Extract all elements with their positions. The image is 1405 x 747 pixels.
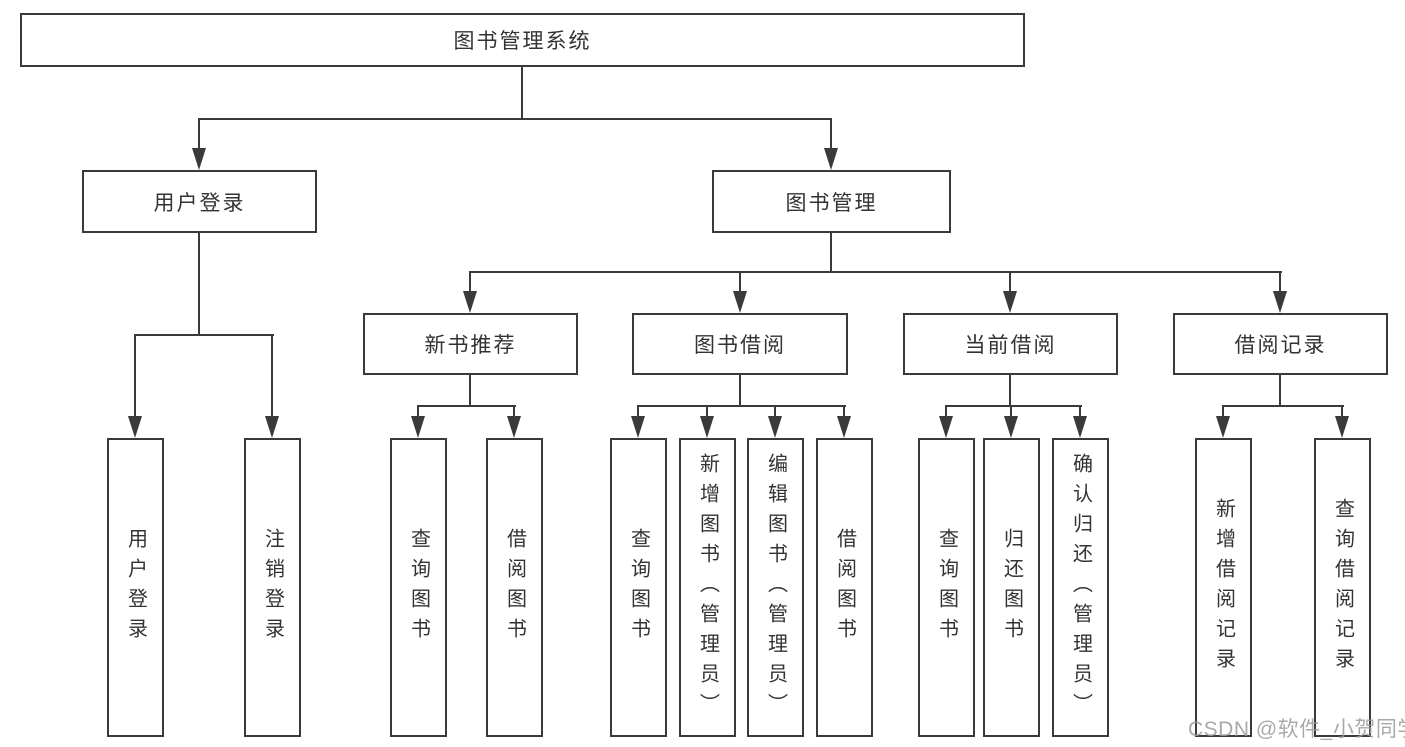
leaf-user-login: 用户登录 (107, 438, 164, 737)
arrow-down-icon (837, 416, 851, 438)
connector-line (469, 271, 471, 293)
arrow-down-icon (768, 416, 782, 438)
arrow-down-icon (265, 416, 279, 438)
connector-line (1009, 271, 1011, 293)
arrow-down-icon (700, 416, 714, 438)
leaf-borrow-borrow-book: 借阅图书 (816, 438, 873, 737)
connector-line (271, 334, 273, 418)
connector-line (134, 334, 274, 336)
connector-line (945, 405, 1082, 407)
connector-line (1341, 405, 1343, 418)
connector-line (830, 233, 832, 273)
leaf-new-book-borrow-book: 借阅图书 (486, 438, 543, 737)
connector-line (1009, 374, 1011, 407)
connector-line (513, 405, 515, 418)
arrow-down-icon (192, 148, 206, 170)
connector-line (198, 233, 200, 336)
connector-line (1010, 405, 1012, 418)
leaf-record-add-borrow-record: 新增借阅记录 (1195, 438, 1252, 737)
leaf-borrow-query-book: 查询图书 (610, 438, 667, 737)
arrow-down-icon (1273, 291, 1287, 313)
arrow-down-icon (939, 416, 953, 438)
connector-line (198, 118, 200, 151)
node-current-borrow: 当前借阅 (903, 313, 1118, 375)
leaf-record-query-borrow-record: 查询借阅记录 (1314, 438, 1371, 737)
connector-line (637, 405, 846, 407)
connector-line (417, 405, 419, 418)
arrow-down-icon (411, 416, 425, 438)
connector-line (945, 405, 947, 418)
connector-line (637, 405, 639, 418)
node-borrow-record: 借阅记录 (1173, 313, 1388, 375)
node-user-login: 用户登录 (82, 170, 317, 233)
arrow-down-icon (1073, 416, 1087, 438)
connector-line (739, 374, 741, 407)
connector-line (198, 118, 832, 120)
node-library-management-system: 图书管理系统 (20, 13, 1025, 67)
node-book-management: 图书管理 (712, 170, 951, 233)
node-book-borrow: 图书借阅 (632, 313, 848, 375)
arrow-down-icon (1335, 416, 1349, 438)
connector-line (843, 405, 845, 418)
connector-line (469, 271, 1282, 273)
connector-line (706, 405, 708, 418)
connector-line (1079, 405, 1081, 418)
connector-line (830, 118, 832, 151)
arrow-down-icon (128, 416, 142, 438)
connector-line (134, 334, 136, 418)
leaf-new-book-query-book: 查询图书 (390, 438, 447, 737)
connector-line (739, 271, 741, 293)
leaf-current-return-book: 归还图书 (983, 438, 1040, 737)
connector-line (469, 374, 471, 407)
leaf-current-confirm-return-admin: 确认归还（管理员） (1052, 438, 1109, 737)
watermark-text: CSDN @软件_小贺同学 (1188, 718, 1405, 741)
connector-line (1279, 374, 1281, 407)
arrow-down-icon (463, 291, 477, 313)
connector-line (1222, 405, 1224, 418)
arrow-down-icon (1216, 416, 1230, 438)
arrow-down-icon (733, 291, 747, 313)
arrow-down-icon (631, 416, 645, 438)
connector-line (1279, 271, 1281, 293)
leaf-borrow-add-book-admin: 新增图书（管理员） (679, 438, 736, 737)
leaf-logout: 注销登录 (244, 438, 301, 737)
arrow-down-icon (1004, 416, 1018, 438)
arrow-down-icon (1003, 291, 1017, 313)
connector-line (417, 405, 516, 407)
connector-line (1222, 405, 1344, 407)
node-new-book-recommend: 新书推荐 (363, 313, 578, 375)
leaf-borrow-edit-book-admin: 编辑图书（管理员） (747, 438, 804, 737)
leaf-current-query-book: 查询图书 (918, 438, 975, 737)
arrow-down-icon (824, 148, 838, 170)
arrow-down-icon (507, 416, 521, 438)
connector-line (774, 405, 776, 418)
connector-line (521, 66, 523, 119)
